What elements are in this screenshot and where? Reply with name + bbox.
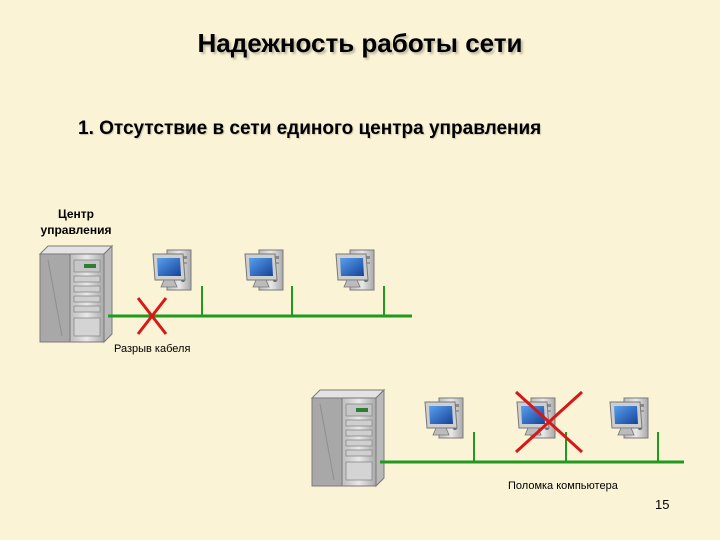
control-center-label: Центр управления [30,206,122,238]
cable-break-label: Разрыв кабеля [114,343,191,355]
top-network [39,245,412,343]
workstation-icon [244,249,284,291]
workstation-icon [335,249,375,291]
control-center-label-line1: Центр [57,207,95,221]
page-number: 15 [655,497,670,512]
computer-failure-mark [514,390,584,454]
cable-break-mark [136,297,168,335]
slide-title: Надежность работы сети [197,28,523,58]
control-center-server-icon [39,245,113,343]
point-heading: 1. Отсутствие в сети единого центра упра… [78,118,542,139]
workstation-icon [152,249,192,291]
server-icon [311,389,385,487]
control-center-label-line2: управления [40,223,112,237]
workstation-icon [424,397,464,439]
workstation-icon [609,397,649,439]
computer-failure-label: Поломка компьютера [508,480,618,492]
bottom-network [311,389,684,487]
